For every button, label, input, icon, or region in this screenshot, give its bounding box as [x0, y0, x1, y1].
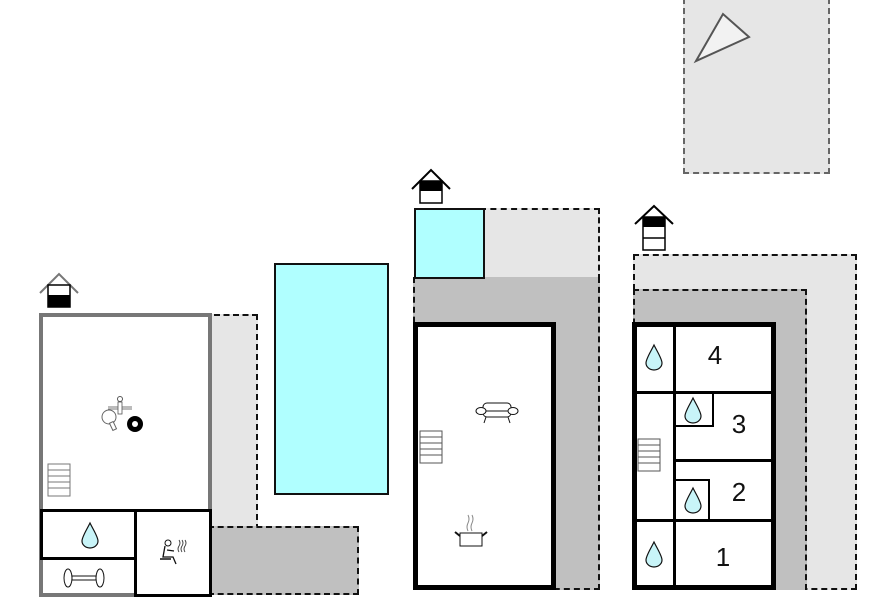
sauna-room: [134, 509, 212, 597]
wall: [673, 459, 773, 462]
bedroom-4-label: 4: [707, 340, 723, 370]
foosball-icon: [108, 396, 132, 415]
water-drop-icon: [80, 521, 100, 549]
terrace-annex-bottom: [208, 526, 359, 595]
wall: [636, 519, 773, 522]
bedroom-2-label: 2: [731, 477, 747, 507]
bedroom-1-label: 1: [715, 542, 731, 572]
bedroom-3-label: 3: [731, 409, 747, 439]
billiards-icon: [127, 416, 143, 432]
terrace-ground-top: [480, 208, 600, 280]
small-pool: [414, 208, 485, 279]
swimming-pool: [274, 263, 389, 495]
games-icons: [100, 394, 146, 436]
table-tennis-icon: [101, 409, 118, 432]
ensuite-2: [674, 479, 710, 521]
water-drop-icon: [644, 343, 664, 371]
water-drop-icon: [683, 396, 703, 424]
wall: [636, 391, 773, 394]
outdoor-area-top-right: [683, 0, 830, 174]
water-drop-icon: [683, 486, 703, 514]
north-arrow-icon: [693, 12, 753, 64]
sofa-icon: [475, 400, 519, 426]
dumbbell-icon: [62, 566, 106, 590]
ensuite-3: [674, 392, 714, 427]
house-level-top-icon: [633, 204, 675, 252]
stairs-icon: [47, 463, 71, 497]
sauna-icon: [159, 537, 187, 565]
stairs-icon: [637, 438, 661, 472]
house-level-ground-icon: [38, 271, 80, 309]
house-level-upper-icon: [410, 167, 452, 205]
stairs-icon: [419, 430, 443, 464]
water-drop-icon: [644, 540, 664, 568]
wall: [673, 322, 676, 588]
cooking-pot-icon: [453, 513, 489, 549]
